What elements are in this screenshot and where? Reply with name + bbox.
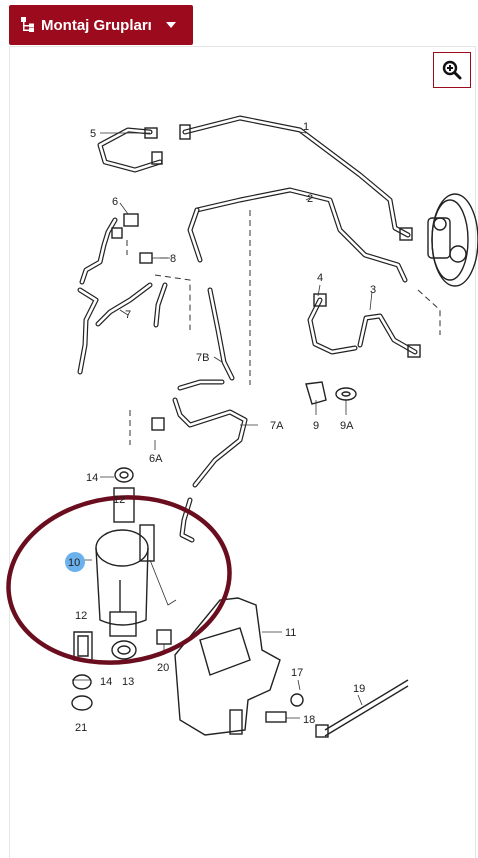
label-14-upper[interactable]: 14 <box>86 472 98 484</box>
label-7[interactable]: 7 <box>125 309 131 321</box>
grommet-9a[interactable] <box>335 387 357 401</box>
screw-17[interactable] <box>290 693 304 707</box>
label-18[interactable]: 18 <box>303 714 315 726</box>
assembly-groups-dropdown[interactable]: Montaj Grupları <box>9 5 193 45</box>
pipe-7a[interactable] <box>151 379 248 488</box>
cable-tie-19[interactable] <box>315 679 409 738</box>
label-8[interactable]: 8 <box>170 253 176 265</box>
label-5[interactable]: 5 <box>90 128 96 140</box>
label-4[interactable]: 4 <box>317 272 323 284</box>
label-3[interactable]: 3 <box>370 284 376 296</box>
label-12-lower[interactable]: 12 <box>75 610 87 622</box>
nut-14-lower[interactable] <box>72 674 92 690</box>
pipe-7[interactable] <box>77 282 235 381</box>
hose-10[interactable] <box>179 497 195 543</box>
pipe-1[interactable] <box>179 115 413 241</box>
selection-highlight <box>6 495 232 665</box>
selected-part-marker[interactable] <box>65 552 85 572</box>
label-12-upper[interactable]: 12 <box>113 494 125 506</box>
label-9a[interactable]: 9A <box>340 420 354 432</box>
label-13[interactable]: 13 <box>122 676 134 688</box>
label-10[interactable]: 10 <box>68 557 80 569</box>
assembly-groups-label: Montaj Grupları <box>41 16 152 34</box>
clamp-21[interactable] <box>71 695 93 711</box>
label-7b[interactable]: 7B <box>196 352 209 364</box>
bracket-12[interactable] <box>73 631 93 661</box>
label-6a[interactable]: 6A <box>149 453 163 465</box>
pipe-6[interactable] <box>79 213 139 285</box>
zoom-in-icon <box>442 60 462 80</box>
bolt-18[interactable] <box>265 711 287 723</box>
label-19[interactable]: 19 <box>353 683 365 695</box>
label-17[interactable]: 17 <box>291 667 303 679</box>
nut-14-upper[interactable] <box>114 467 134 483</box>
pipe-3[interactable] <box>357 313 421 358</box>
tree-icon <box>21 17 34 32</box>
label-7a[interactable]: 7A <box>270 420 284 432</box>
pipe-4[interactable] <box>307 293 358 355</box>
label-9[interactable]: 9 <box>313 420 319 432</box>
pipe-5[interactable] <box>97 127 163 173</box>
bracket-11[interactable] <box>174 597 281 736</box>
clip-9[interactable] <box>305 381 327 405</box>
pipe-2[interactable] <box>187 187 408 283</box>
label-6[interactable]: 6 <box>112 196 118 208</box>
label-20[interactable]: 20 <box>157 662 169 674</box>
label-1[interactable]: 1 <box>303 121 309 133</box>
label-11[interactable]: 11 <box>285 627 296 639</box>
label-2[interactable]: 2 <box>307 193 313 205</box>
label-21[interactable]: 21 <box>75 722 87 734</box>
vacuum-reservoir-10[interactable] <box>95 487 177 637</box>
grommet-13[interactable] <box>111 640 137 660</box>
label-14-lower[interactable]: 14 <box>100 676 112 688</box>
caret-down-icon <box>165 22 176 28</box>
brake-servo <box>427 193 478 287</box>
zoom-button[interactable] <box>433 52 471 88</box>
